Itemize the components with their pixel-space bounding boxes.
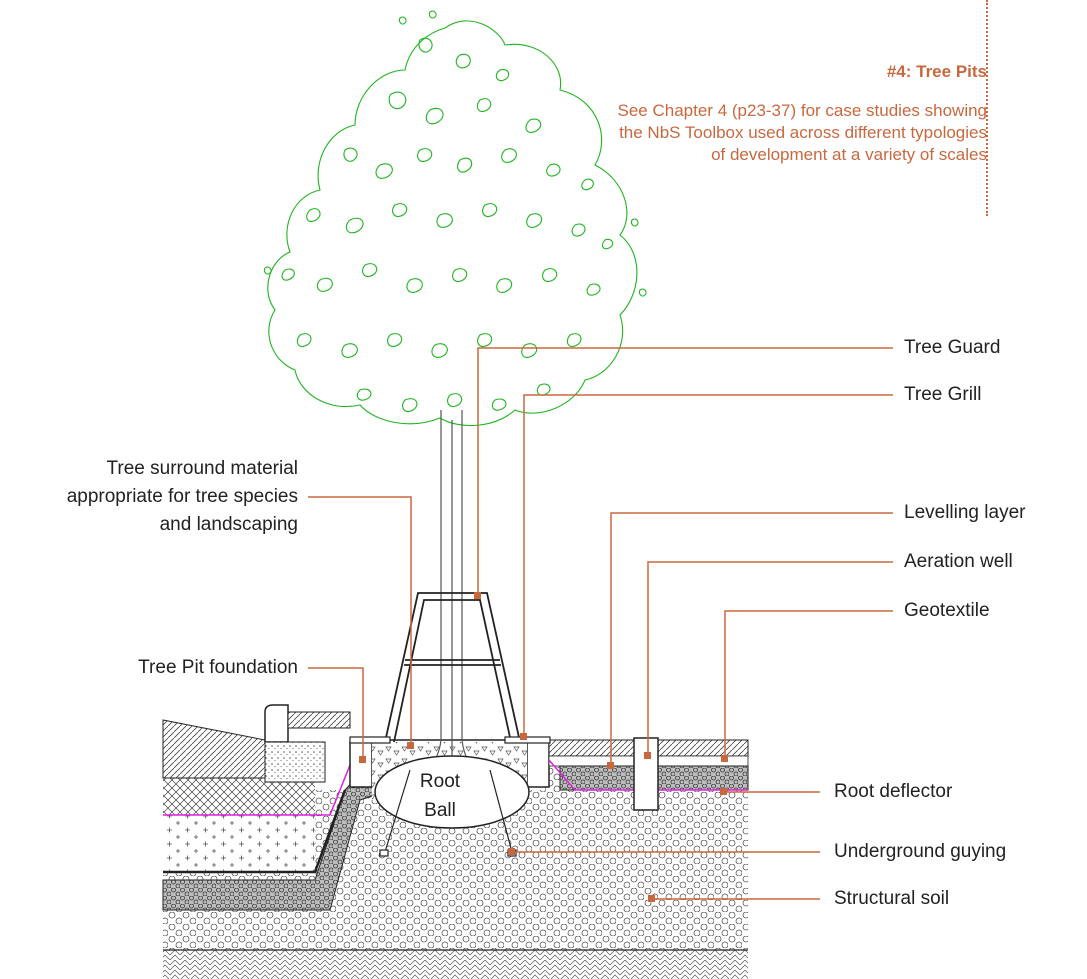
ground-section: [162, 704, 749, 979]
sidebar-title: #4: Tree Pits: [886, 62, 987, 81]
pit-foundation-left: [349, 741, 373, 788]
label-tree-guard: Tree Guard: [904, 337, 1001, 358]
root-ball-label-1: Root: [420, 771, 461, 792]
label-root-deflector: Root deflector: [834, 781, 953, 802]
tree: Root Ball: [263, 10, 647, 857]
sidebar-info: #4: Tree Pits See Chapter 4 (p23-37) for…: [607, 62, 987, 166]
subgrade-layer: [163, 950, 748, 979]
label-aeration-well: Aeration well: [904, 551, 1013, 572]
structural-soil-right: [545, 760, 748, 950]
kerb-foundation: [264, 741, 326, 783]
label-levelling-layer: Levelling layer: [904, 502, 1026, 523]
label-tree-surround: Tree surround material appropriate for t…: [66, 458, 298, 535]
leader-tree-grill: [523, 394, 893, 736]
leader-tree-pit-foundation: [308, 667, 364, 760]
label-tree-pit-foundation: Tree Pit foundation: [138, 657, 298, 678]
leader-tree-surround: [308, 496, 412, 745]
leader-tree-guard: [477, 347, 893, 596]
label-structural-soil: Structural soil: [834, 888, 950, 909]
tree-guard: [384, 592, 521, 743]
leader-markers: [359, 592, 728, 902]
existing-ground-plus: [163, 815, 315, 872]
label-tree-grill: Tree Grill: [904, 384, 982, 405]
sidebar-divider: [986, 0, 988, 216]
aeration-well-pipe: [633, 737, 659, 811]
foliage-canopy: [263, 10, 647, 427]
left-sub-base: [163, 778, 315, 815]
leader-lines: [308, 347, 893, 900]
leader-aeration-well: [647, 561, 893, 755]
pit-foundation-right: [526, 741, 550, 788]
label-underground-guying: Underground guying: [834, 841, 1007, 862]
leader-levelling-layer: [610, 512, 893, 766]
root-ball-label-2: Ball: [424, 800, 456, 821]
tree-grill-right: [504, 736, 551, 744]
left-top-layer: [162, 719, 266, 779]
label-geotextile: Geotextile: [904, 600, 990, 621]
leader-geotextile: [724, 610, 893, 758]
tree-grill-left: [349, 736, 391, 744]
kerb: [264, 704, 289, 743]
sidebar-description: See Chapter 4 (p23-37) for case studies …: [617, 101, 987, 164]
